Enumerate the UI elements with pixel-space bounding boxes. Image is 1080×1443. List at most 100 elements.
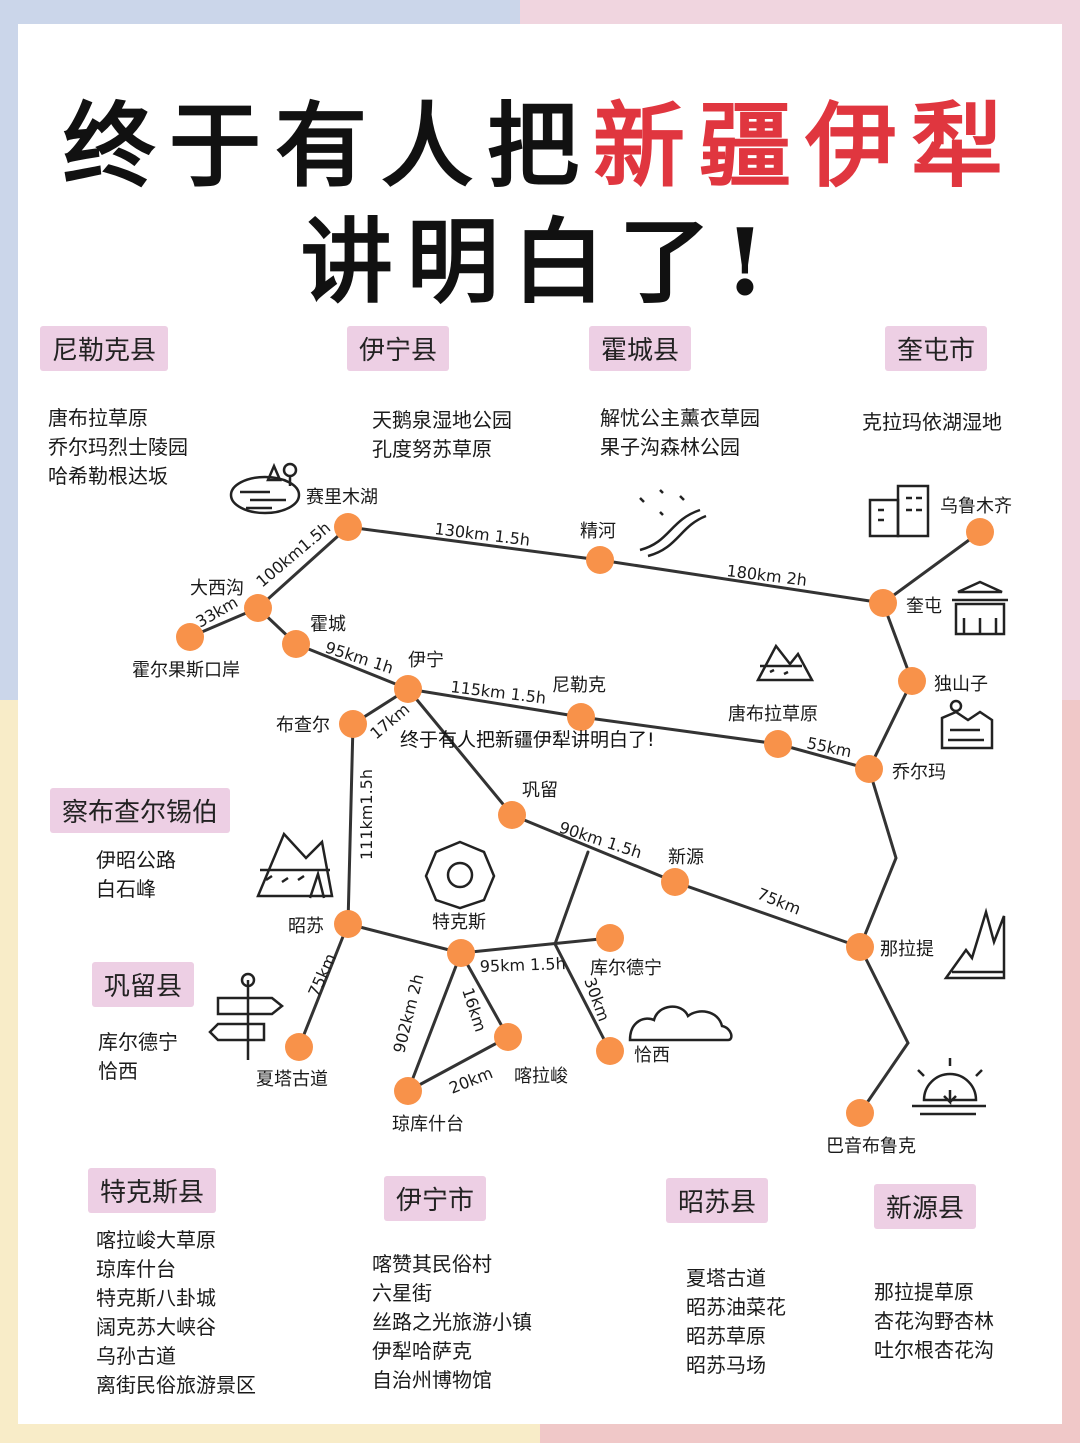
place-label-yining: 伊宁 bbox=[408, 650, 444, 671]
map-watermark: 终于有人把新疆伊犁讲明白了! bbox=[400, 729, 655, 751]
county-spots-zhaosu: 夏塔古道昭苏油菜花昭苏草原昭苏马场 bbox=[686, 1264, 786, 1380]
spot-item: 伊犁哈萨克 bbox=[372, 1339, 472, 1363]
spot-item: 自治州博物馆 bbox=[372, 1368, 492, 1392]
county-tag-yining-xian: 伊宁县 bbox=[347, 326, 450, 371]
road-tekesi-qiongkushitai bbox=[406, 951, 463, 1093]
rocks-icon bbox=[628, 1005, 733, 1042]
place-label-bayinbuluke: 巴音布鲁克 bbox=[826, 1136, 916, 1157]
map-node-zhaosu bbox=[334, 910, 362, 938]
county-tag-tekesi: 特克斯县 bbox=[88, 1168, 217, 1213]
road-tangbula-qiaoerma bbox=[776, 742, 871, 771]
field-mountain-icon bbox=[256, 831, 334, 899]
county-spots-yining-xian: 天鹅泉湿地公园孔度努苏草原 bbox=[372, 406, 512, 464]
river-stars-icon bbox=[639, 489, 707, 558]
place-label-tekesi: 特克斯 bbox=[432, 912, 486, 933]
map-node-yining bbox=[394, 675, 422, 703]
place-label-qiongkushitai: 琼库什台 bbox=[392, 1114, 464, 1135]
county-spots-kuitun: 克拉玛依湖湿地 bbox=[862, 408, 1002, 437]
road-gongliu-xinyuan bbox=[510, 813, 677, 884]
spot-item: 昭苏马场 bbox=[686, 1353, 766, 1377]
place-label-huocheng: 霍城 bbox=[310, 614, 346, 635]
sunrise-icon bbox=[912, 1058, 986, 1116]
spot-item: 克拉玛依湖湿地 bbox=[862, 410, 1002, 434]
title-line2-text: 讲明白了! bbox=[300, 208, 780, 316]
spot-item: 乔尔玛烈士陵园 bbox=[48, 435, 188, 459]
map-node-tekesi bbox=[447, 939, 475, 967]
place-label-daxigou: 大西沟 bbox=[190, 578, 244, 599]
county-spots-nileke: 唐布拉草原乔尔玛烈士陵园哈希勒根达坂 bbox=[48, 404, 188, 491]
road-xinyuan-nalati bbox=[673, 880, 862, 949]
place-label-gongliu: 巩留 bbox=[522, 780, 558, 801]
road-daxigou-sailimuhu bbox=[256, 525, 350, 610]
spot-item: 丝路之光旅游小镇 bbox=[372, 1310, 532, 1334]
road-dushanzi-qiaoerma bbox=[867, 679, 914, 771]
road-yining-gongliu bbox=[406, 687, 514, 817]
spot-item: 六星街 bbox=[372, 1281, 432, 1305]
spot-item: 解忧公主薰衣草园 bbox=[600, 406, 760, 430]
map-node-dushanzi bbox=[898, 667, 926, 695]
place-label-zhaosu: 昭苏 bbox=[288, 916, 324, 937]
place-label-nileke: 尼勒克 bbox=[552, 675, 606, 696]
mountain-grass-icon bbox=[755, 643, 815, 682]
spot-item: 果子沟森林公园 bbox=[600, 435, 740, 459]
spot-item: 昭苏草原 bbox=[686, 1324, 766, 1348]
place-label-nalati: 那拉提 bbox=[880, 939, 934, 960]
place-label-tangbula: 唐布拉草原 bbox=[728, 704, 818, 725]
county-tag-kuitun: 奎屯市 bbox=[885, 326, 988, 371]
road-nileke-tangbula bbox=[579, 715, 780, 746]
page-title-line1: 终于有人把新疆伊犁 bbox=[0, 72, 1080, 205]
place-label-xiatagudao: 夏塔古道 bbox=[256, 1069, 328, 1090]
map-node-qiaoerma bbox=[855, 755, 883, 783]
place-label-dushanzi: 独山子 bbox=[934, 674, 988, 695]
county-tag-zhaosu: 昭苏县 bbox=[666, 1178, 769, 1223]
road-qiaoerma-nalati bbox=[858, 767, 898, 949]
distance-label-buchaer-zhaosu: 111km1.5h bbox=[357, 769, 376, 860]
map-node-sailimuhu bbox=[334, 513, 362, 541]
road-kuitun-wulumuqi bbox=[881, 530, 982, 605]
spot-item: 天鹅泉湿地公园 bbox=[372, 408, 512, 432]
map-node-wulumuqi bbox=[966, 518, 994, 546]
road-nalati-bayinbuluke bbox=[858, 945, 910, 1115]
place-label-jinghe: 精河 bbox=[580, 521, 616, 542]
spot-item: 夏塔古道 bbox=[686, 1266, 766, 1290]
spot-item: 孔度努苏草原 bbox=[372, 437, 492, 461]
title-highlight: 新疆伊犁 bbox=[593, 92, 1018, 200]
map-node-huocheng bbox=[282, 630, 310, 658]
title-prefix: 终于有人把 bbox=[62, 92, 593, 200]
distance-label-qiongku-kalajun: 20km bbox=[446, 1063, 495, 1098]
map-node-tangbula bbox=[764, 730, 792, 758]
county-spots-chabuchaer: 伊昭公路白石峰 bbox=[96, 846, 176, 904]
spot-item: 特克斯八卦城 bbox=[96, 1286, 216, 1310]
map-node-xiatagudao bbox=[285, 1033, 313, 1061]
spot-item: 阔克苏大峡谷 bbox=[96, 1315, 216, 1339]
map-node-bayinbuluke bbox=[846, 1099, 874, 1127]
road-zhaosu-tekesi bbox=[346, 922, 463, 955]
spot-item: 哈希勒根达坂 bbox=[48, 464, 168, 488]
road-branch-qiaxi bbox=[553, 850, 612, 1053]
distance-label-tekesi-qiongkushitai: 902km 2h bbox=[389, 972, 427, 1055]
distance-label-zhaosu-xiata: 75km bbox=[304, 951, 340, 1000]
place-label-sailimuhu: 赛里木湖 bbox=[306, 487, 378, 508]
county-tag-yining-shi: 伊宁市 bbox=[384, 1176, 487, 1221]
map-node-kuitun bbox=[869, 589, 897, 617]
distance-label-tekesi-kalajun: 16km bbox=[458, 985, 490, 1034]
bagua-icon bbox=[424, 840, 496, 910]
canyon-icon bbox=[943, 907, 1006, 980]
map-node-gongliu bbox=[498, 801, 526, 829]
county-spots-xinyuan: 那拉提草原杏花沟野杏林吐尔根杏花沟 bbox=[874, 1278, 994, 1365]
county-spots-tekesi: 喀拉峻大草原琼库什台特克斯八卦城阔克苏大峡谷乌孙古道离街民俗旅游景区 bbox=[96, 1226, 256, 1400]
lake-icon bbox=[229, 462, 301, 515]
road-huocheng-yining bbox=[294, 642, 410, 691]
road-yining-nileke bbox=[406, 687, 583, 719]
pagoda-icon bbox=[952, 580, 1008, 636]
map-node-kuerdening bbox=[596, 924, 624, 952]
place-label-kuerdening: 库尔德宁 bbox=[590, 958, 662, 979]
place-label-kuitun: 奎屯 bbox=[906, 596, 942, 617]
county-tag-huocheng: 霍城县 bbox=[589, 326, 692, 371]
map-node-daxigou bbox=[244, 594, 272, 622]
distance-label-huocheng-yining: 95km 1h bbox=[323, 638, 396, 678]
distance-label-branch-qiaxi: 30km bbox=[580, 975, 613, 1024]
distance-label-gongliu-xinyuan: 90km 1.5h bbox=[557, 818, 645, 863]
county-tag-chabuchaer: 察布查尔锡伯 bbox=[50, 788, 231, 833]
spot-item: 离街民俗旅游景区 bbox=[96, 1373, 256, 1397]
